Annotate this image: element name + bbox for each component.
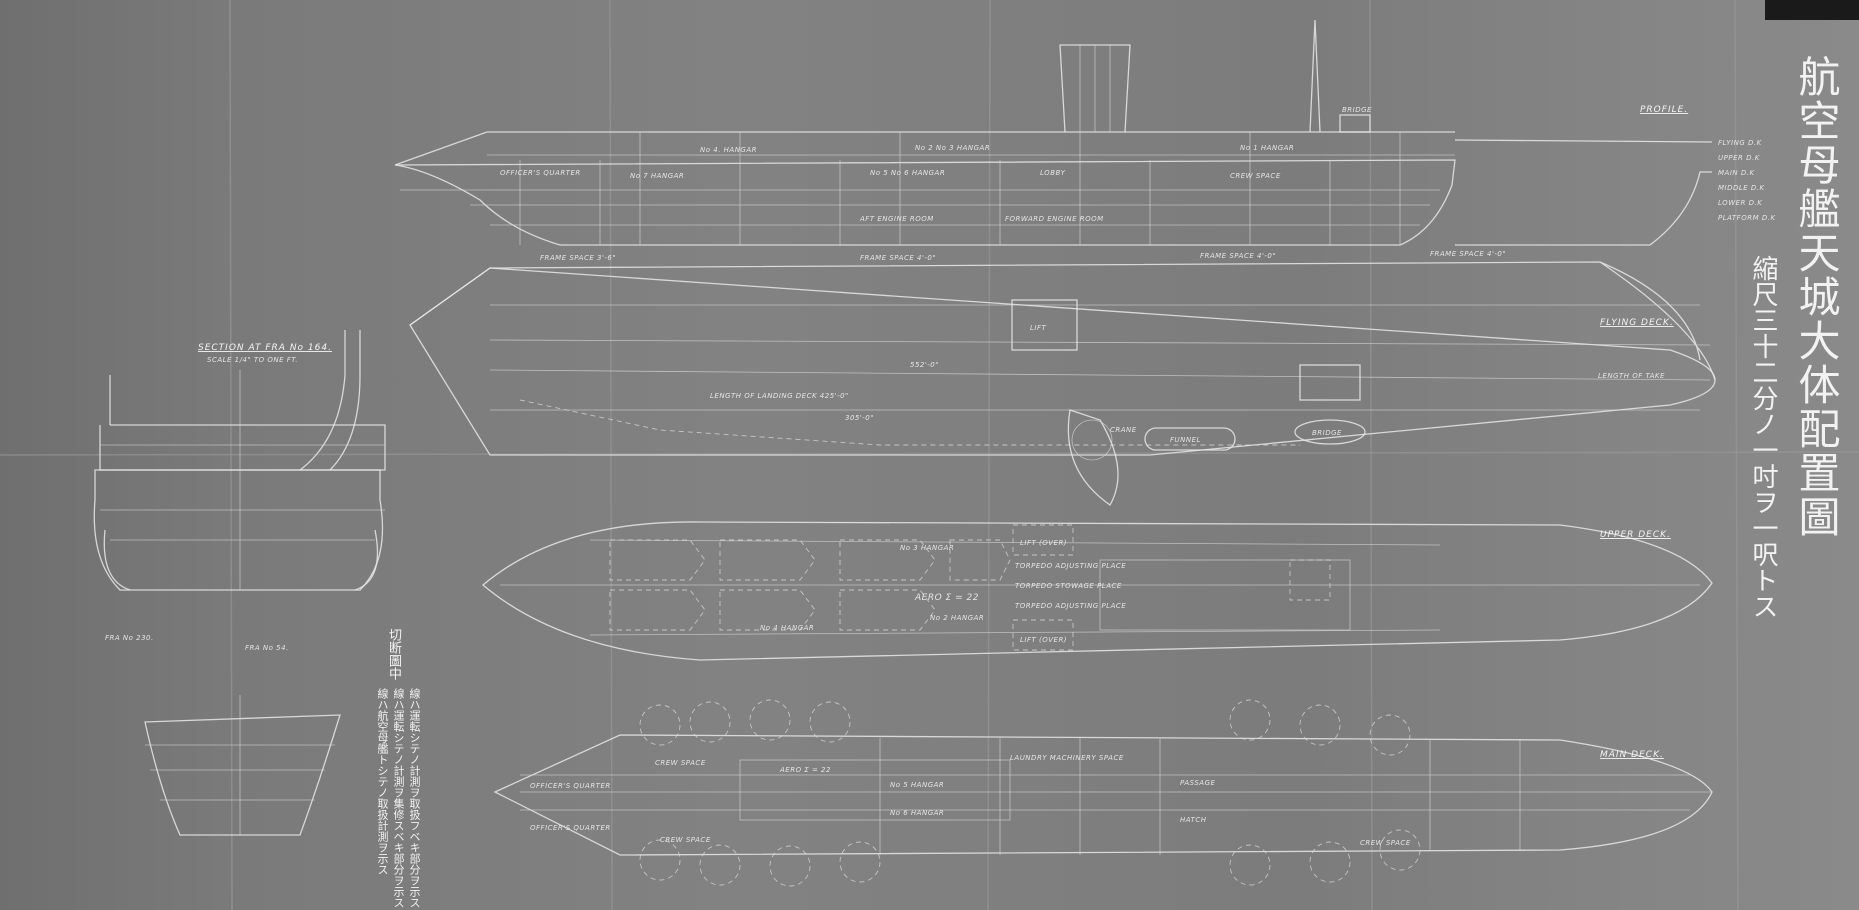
deck-level: UPPER D.K	[1718, 154, 1761, 162]
label: AERO Σ = 22	[779, 766, 831, 774]
label: LIFT (OVER)	[1020, 539, 1067, 547]
label: FRAME SPACE 4'-0"	[860, 254, 936, 262]
label: BRIDGE	[1342, 106, 1372, 114]
label: LIFT (OVER)	[1020, 636, 1067, 644]
label: CRANE	[1110, 426, 1137, 434]
label: PASSAGE	[1180, 779, 1216, 787]
deck-level: MAIN D.K	[1718, 169, 1755, 177]
label: HATCH	[1180, 816, 1207, 824]
label: TORPEDO ADJUSTING PLACE	[1015, 602, 1126, 610]
label: TORPEDO ADJUSTING PLACE	[1015, 562, 1126, 570]
label: CREW SPACE	[655, 759, 706, 767]
view-title-flying-deck: FLYING DECK.	[1600, 318, 1674, 328]
label: FRA No 54.	[245, 644, 289, 652]
label: No 2 HANGAR	[930, 614, 984, 622]
label: AERO Σ = 22	[914, 593, 979, 603]
deck-level: PLATFORM D.K	[1718, 214, 1776, 222]
label: FRAME SPACE 3'-6"	[540, 254, 616, 262]
label: LIFT	[1030, 324, 1046, 332]
label: 305'-0"	[845, 414, 874, 422]
label: LENGTH OF TAKE	[1598, 372, 1665, 380]
frame-sections: FRA No 54. FRA No 230.	[105, 634, 341, 836]
deck-level-labels: FLYING D.K UPPER D.K MAIN D.K MIDDLE D.K…	[1718, 139, 1776, 222]
label: FUNNEL	[1170, 436, 1201, 444]
label: CREW SPACE	[1230, 172, 1281, 180]
label: CREW SPACE	[1360, 839, 1411, 847]
scan-border	[1765, 0, 1859, 20]
deck-level: FLYING D.K	[1718, 139, 1763, 147]
label: No 5 HANGAR	[890, 781, 944, 789]
label: No 4. HANGAR	[700, 146, 757, 154]
deck-level: LOWER D.K	[1718, 199, 1763, 207]
label: OFFICER'S QUARTER	[530, 824, 611, 832]
label: No 2 No 3 HANGAR	[915, 144, 990, 152]
label: No 3 HANGAR	[900, 544, 954, 552]
upper-deck-view: No 3 HANGAR AERO Σ = 22 No 2 HANGAR No 4…	[481, 521, 1713, 661]
label: FRAME SPACE 4'-0"	[1200, 252, 1276, 260]
note-line: 線ハ運転シテノ計測ヲ集修スベキ部分ヲ示ス	[392, 688, 405, 908]
view-title-upper-deck: UPPER DECK.	[1600, 530, 1671, 540]
label: OFFICER'S QUARTER	[530, 782, 611, 790]
view-title-profile: PROFILE.	[1640, 105, 1688, 115]
label: No 6 HANGAR	[890, 809, 944, 817]
flying-deck-view: LENGTH OF LANDING DECK 425'-0" 552'-0" 3…	[409, 261, 1716, 506]
profile-frames	[519, 132, 1401, 245]
deck-level: MIDDLE D.K	[1718, 184, 1766, 192]
main-deck-frames	[879, 738, 1521, 855]
label: FRAME SPACE 4'-0"	[1430, 250, 1506, 258]
label: LAUNDRY MACHINERY SPACE	[1010, 754, 1124, 762]
view-title-main-deck: MAIN DECK.	[1600, 750, 1664, 760]
profile-view: No 4. HANGAR No 2 No 3 HANGAR No 1 HANGA…	[394, 19, 1776, 262]
label: BRIDGE	[1312, 429, 1342, 437]
note-heading: 切断圖中	[386, 628, 401, 680]
section-scale: SCALE 1/4" TO ONE FT.	[207, 356, 298, 364]
section-view: SECTION AT FRA No 164. SCALE 1/4" TO ONE…	[93, 330, 386, 591]
label: FORWARD ENGINE ROOM	[1005, 215, 1104, 223]
label: CREW SPACE	[660, 836, 711, 844]
aircraft-parking-spots	[609, 539, 1011, 631]
main-deck-view: CREW SPACE OFFICER'S QUARTER OFFICER'S Q…	[493, 699, 1713, 887]
label: FRA No 230.	[105, 634, 154, 642]
note-line: 線ハ航空母艦トシテノ取扱計測ヲ示ス	[376, 688, 389, 875]
label: LENGTH OF LANDING DECK 425'-0"	[710, 392, 849, 400]
label: TORPEDO STOWAGE PLACE	[1015, 582, 1122, 590]
label: OFFICER'S QUARTER	[500, 169, 581, 177]
label: LOBBY	[1040, 169, 1066, 177]
label: No 1 HANGAR	[1240, 144, 1294, 152]
label: AFT ENGINE ROOM	[859, 215, 934, 223]
drawing-scale: 縮尺三十二分ノ一吋ヲ一呎トス	[1748, 255, 1778, 619]
label: No 4 HANGAR	[760, 624, 814, 632]
label: No 5 No 6 HANGAR	[870, 169, 945, 177]
label: 552'-0"	[910, 361, 939, 369]
label: No 7 HANGAR	[630, 172, 684, 180]
note-line: 線ハ運転シテノ計測ヲ取扱フベキ部分ヲ示ス	[408, 688, 421, 908]
boat-davits	[639, 699, 1421, 887]
view-title-section: SECTION AT FRA No 164.	[198, 343, 332, 353]
drawing-title: 航空母艦天城大体配置圖	[1792, 55, 1841, 539]
